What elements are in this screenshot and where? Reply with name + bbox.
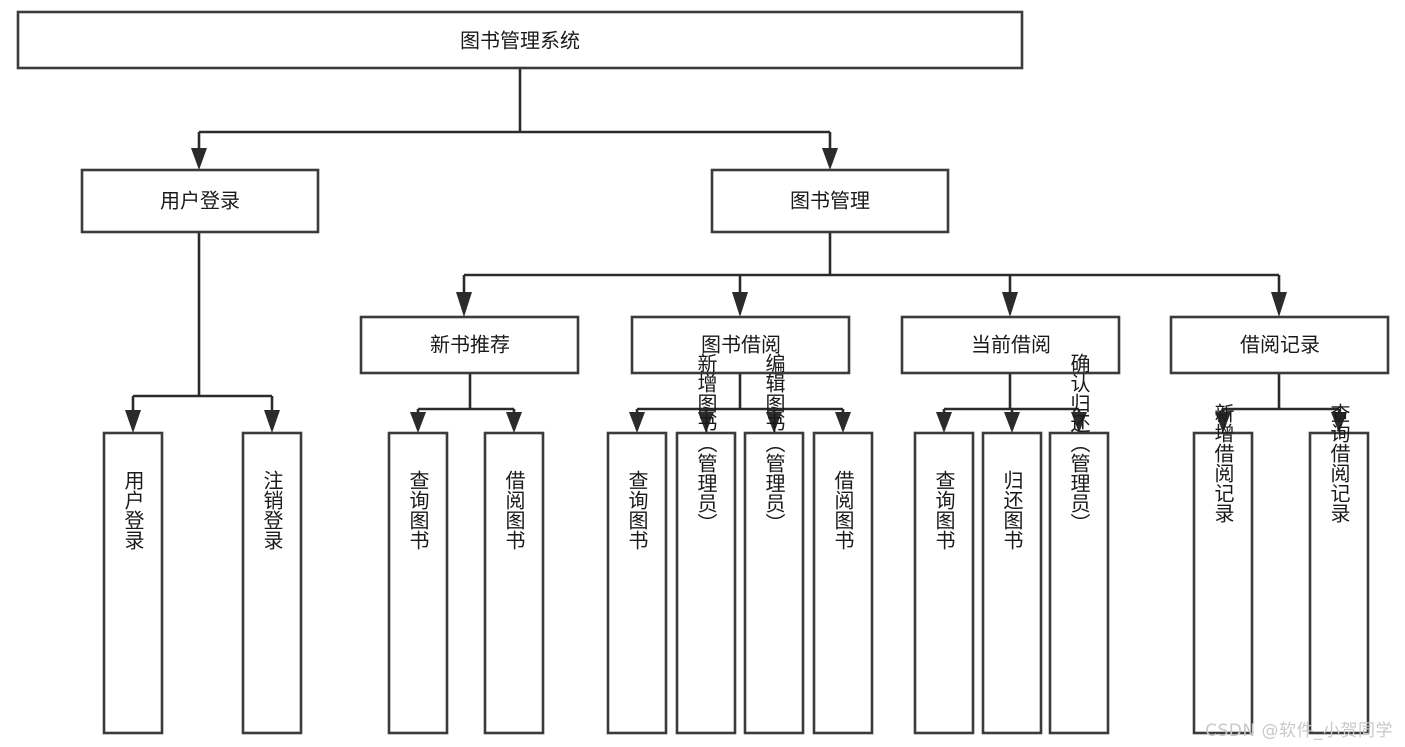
leaf-return-book-label: 归还图书 — [1000, 470, 1024, 550]
leaf-add-record[interactable]: 新增借阅记录 — [1192, 403, 1254, 735]
arrow-to-leaf-query-book-3 — [936, 412, 952, 433]
node-new-book-recommend-box[interactable] — [359, 315, 580, 375]
leaf-borrow-book-2-label: 借阅图书 — [831, 470, 855, 550]
node-book-management-box[interactable] — [710, 168, 950, 234]
leaf-add-book-label: 新增图书（管理员） — [694, 353, 718, 533]
node-root[interactable]: 图书管理系统 — [16, 10, 1024, 70]
leaf-return-book-box[interactable] — [981, 431, 1043, 735]
node-borrow-record-label: 借阅记录 — [1240, 333, 1320, 357]
leaf-query-record[interactable]: 查询借阅记录 — [1308, 403, 1370, 735]
arrow-to-leaf-query-book-1 — [410, 412, 426, 433]
leaf-user-login-box[interactable] — [102, 431, 164, 735]
leaf-return-book[interactable]: 归还图书 — [981, 431, 1043, 735]
leaf-edit-book-label: 编辑图书（管理员） — [762, 353, 786, 533]
leaf-user-login-label: 用户登录 — [121, 470, 145, 550]
leaf-borrow-book-2-box[interactable] — [812, 431, 874, 735]
arrow-to-new-book-recommend — [456, 292, 472, 317]
leaf-query-book-1-label: 查询图书 — [406, 470, 430, 550]
arrow-to-leaf-borrow-book-2 — [835, 412, 851, 433]
leaf-borrow-book-1[interactable]: 借阅图书 — [483, 431, 545, 735]
arrow-to-leaf-query-record — [1331, 412, 1347, 433]
leaf-borrow-book-1-label: 借阅图书 — [502, 470, 526, 550]
leaf-query-book-3-box[interactable] — [913, 431, 975, 735]
leaf-query-record-label: 查询借阅记录 — [1327, 403, 1351, 523]
arrow-to-leaf-return-book — [1004, 412, 1020, 433]
node-current-borrow-box[interactable] — [900, 315, 1121, 375]
leaf-user-logout-label: 注销登录 — [260, 470, 284, 550]
node-borrow-record-box[interactable] — [1169, 315, 1390, 375]
leaf-add-book[interactable]: 新增图书（管理员） — [675, 353, 737, 735]
node-current-borrow-label: 当前借阅 — [971, 333, 1051, 357]
arrow-to-borrow-record — [1271, 292, 1287, 317]
node-new-book-recommend-label: 新书推荐 — [430, 333, 510, 357]
node-book-management[interactable]: 图书管理 — [710, 168, 950, 234]
node-book-management-label: 图书管理 — [790, 189, 870, 213]
leaf-edit-book[interactable]: 编辑图书（管理员） — [743, 353, 805, 735]
leaf-confirm-return[interactable]: 确认归还（管理员） — [1048, 353, 1110, 735]
leaf-query-book-2-box[interactable] — [606, 431, 668, 735]
arrow-to-current-borrow — [1002, 292, 1018, 317]
leaf-add-record-label: 新增借阅记录 — [1211, 403, 1235, 523]
connector-layer — [125, 68, 1347, 433]
arrow-to-leaf-confirm-return — [1071, 412, 1087, 433]
node-book-borrow[interactable]: 图书借阅 — [630, 315, 851, 375]
arrow-to-leaf-user-login — [125, 410, 141, 433]
arrow-to-user-login — [191, 148, 207, 170]
node-root-box[interactable] — [16, 10, 1024, 70]
leaf-confirm-return-box[interactable] — [1048, 431, 1110, 735]
leaf-add-book-box[interactable] — [675, 431, 737, 735]
node-user-login-box[interactable] — [80, 168, 320, 234]
node-current-borrow[interactable]: 当前借阅 — [900, 315, 1121, 375]
leaf-query-record-box[interactable] — [1308, 431, 1370, 735]
leaf-query-book-1[interactable]: 查询图书 — [387, 431, 449, 735]
arrow-to-leaf-user-logout — [264, 410, 280, 433]
leaf-borrow-book-1-box[interactable] — [483, 431, 545, 735]
node-new-book-recommend[interactable]: 新书推荐 — [359, 315, 580, 375]
arrow-to-leaf-edit-book — [766, 412, 782, 433]
leaf-edit-book-box[interactable] — [743, 431, 805, 735]
leaf-query-book-2-label: 查询图书 — [625, 470, 649, 550]
arrow-to-book-management — [822, 148, 838, 170]
leaf-confirm-return-label: 确认归还（管理员） — [1067, 353, 1091, 533]
arrow-to-leaf-query-book-2 — [629, 412, 645, 433]
arrow-to-leaf-add-record — [1215, 412, 1231, 433]
leaf-query-book-2[interactable]: 查询图书 — [606, 431, 668, 735]
leaf-user-logout-box[interactable] — [241, 431, 303, 735]
leaf-add-record-box[interactable] — [1192, 431, 1254, 735]
node-book-borrow-box[interactable] — [630, 315, 851, 375]
leaf-query-book-3[interactable]: 查询图书 — [913, 431, 975, 735]
node-borrow-record[interactable]: 借阅记录 — [1169, 315, 1390, 375]
node-user-login-label: 用户登录 — [160, 189, 240, 213]
node-root-label: 图书管理系统 — [460, 29, 580, 53]
node-book-borrow-label: 图书借阅 — [701, 333, 781, 357]
leaf-user-logout[interactable]: 注销登录 — [241, 431, 303, 735]
leaf-query-book-3-label: 查询图书 — [932, 470, 956, 550]
arrow-to-leaf-add-book — [698, 412, 714, 433]
leaf-borrow-book-2[interactable]: 借阅图书 — [812, 431, 874, 735]
csdn-watermark: CSDN @软件_小贺同学 — [1205, 721, 1393, 741]
arrow-to-leaf-borrow-book-1 — [506, 412, 522, 433]
leaf-user-login[interactable]: 用户登录 — [102, 431, 164, 735]
leaf-query-book-1-box[interactable] — [387, 431, 449, 735]
arrow-to-book-borrow — [732, 292, 748, 317]
node-user-login[interactable]: 用户登录 — [80, 168, 320, 234]
